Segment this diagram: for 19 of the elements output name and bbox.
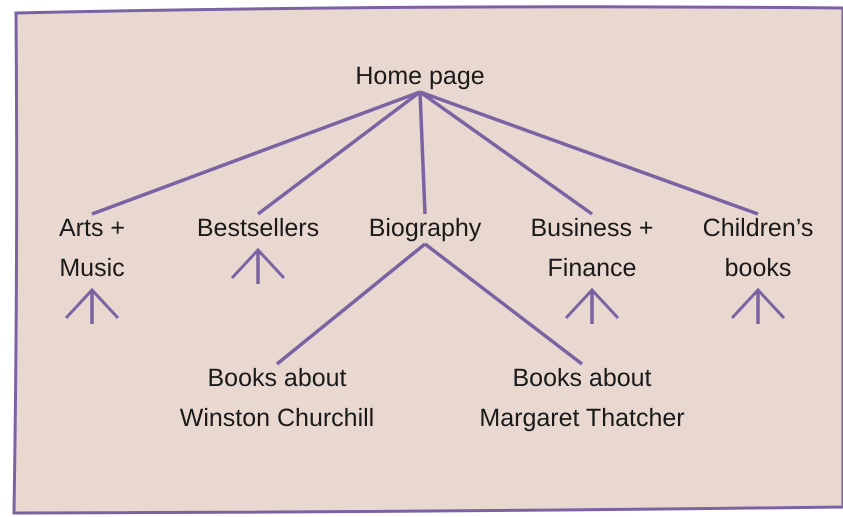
page-label: Bestsellers [183,208,333,248]
connector-line [419,90,759,216]
page-label: Biography [350,208,500,248]
connector-line [276,242,426,366]
connector-line [256,90,422,216]
page-label: Books about Winston Churchill [164,358,390,438]
connector-line [424,242,584,366]
up-arrow [230,248,286,284]
connector-line [91,90,421,216]
up-arrow [564,288,620,324]
connector-line [418,92,427,214]
page-label: Home page [335,56,505,96]
connector-line [418,90,594,216]
page-label: Arts + Music [32,208,152,288]
page-label: Business + Finance [502,208,682,288]
up-arrow [64,288,120,324]
page-label: Books about Margaret Thatcher [464,358,700,438]
page-label: Children’s books [688,208,828,288]
up-arrow [730,288,786,324]
